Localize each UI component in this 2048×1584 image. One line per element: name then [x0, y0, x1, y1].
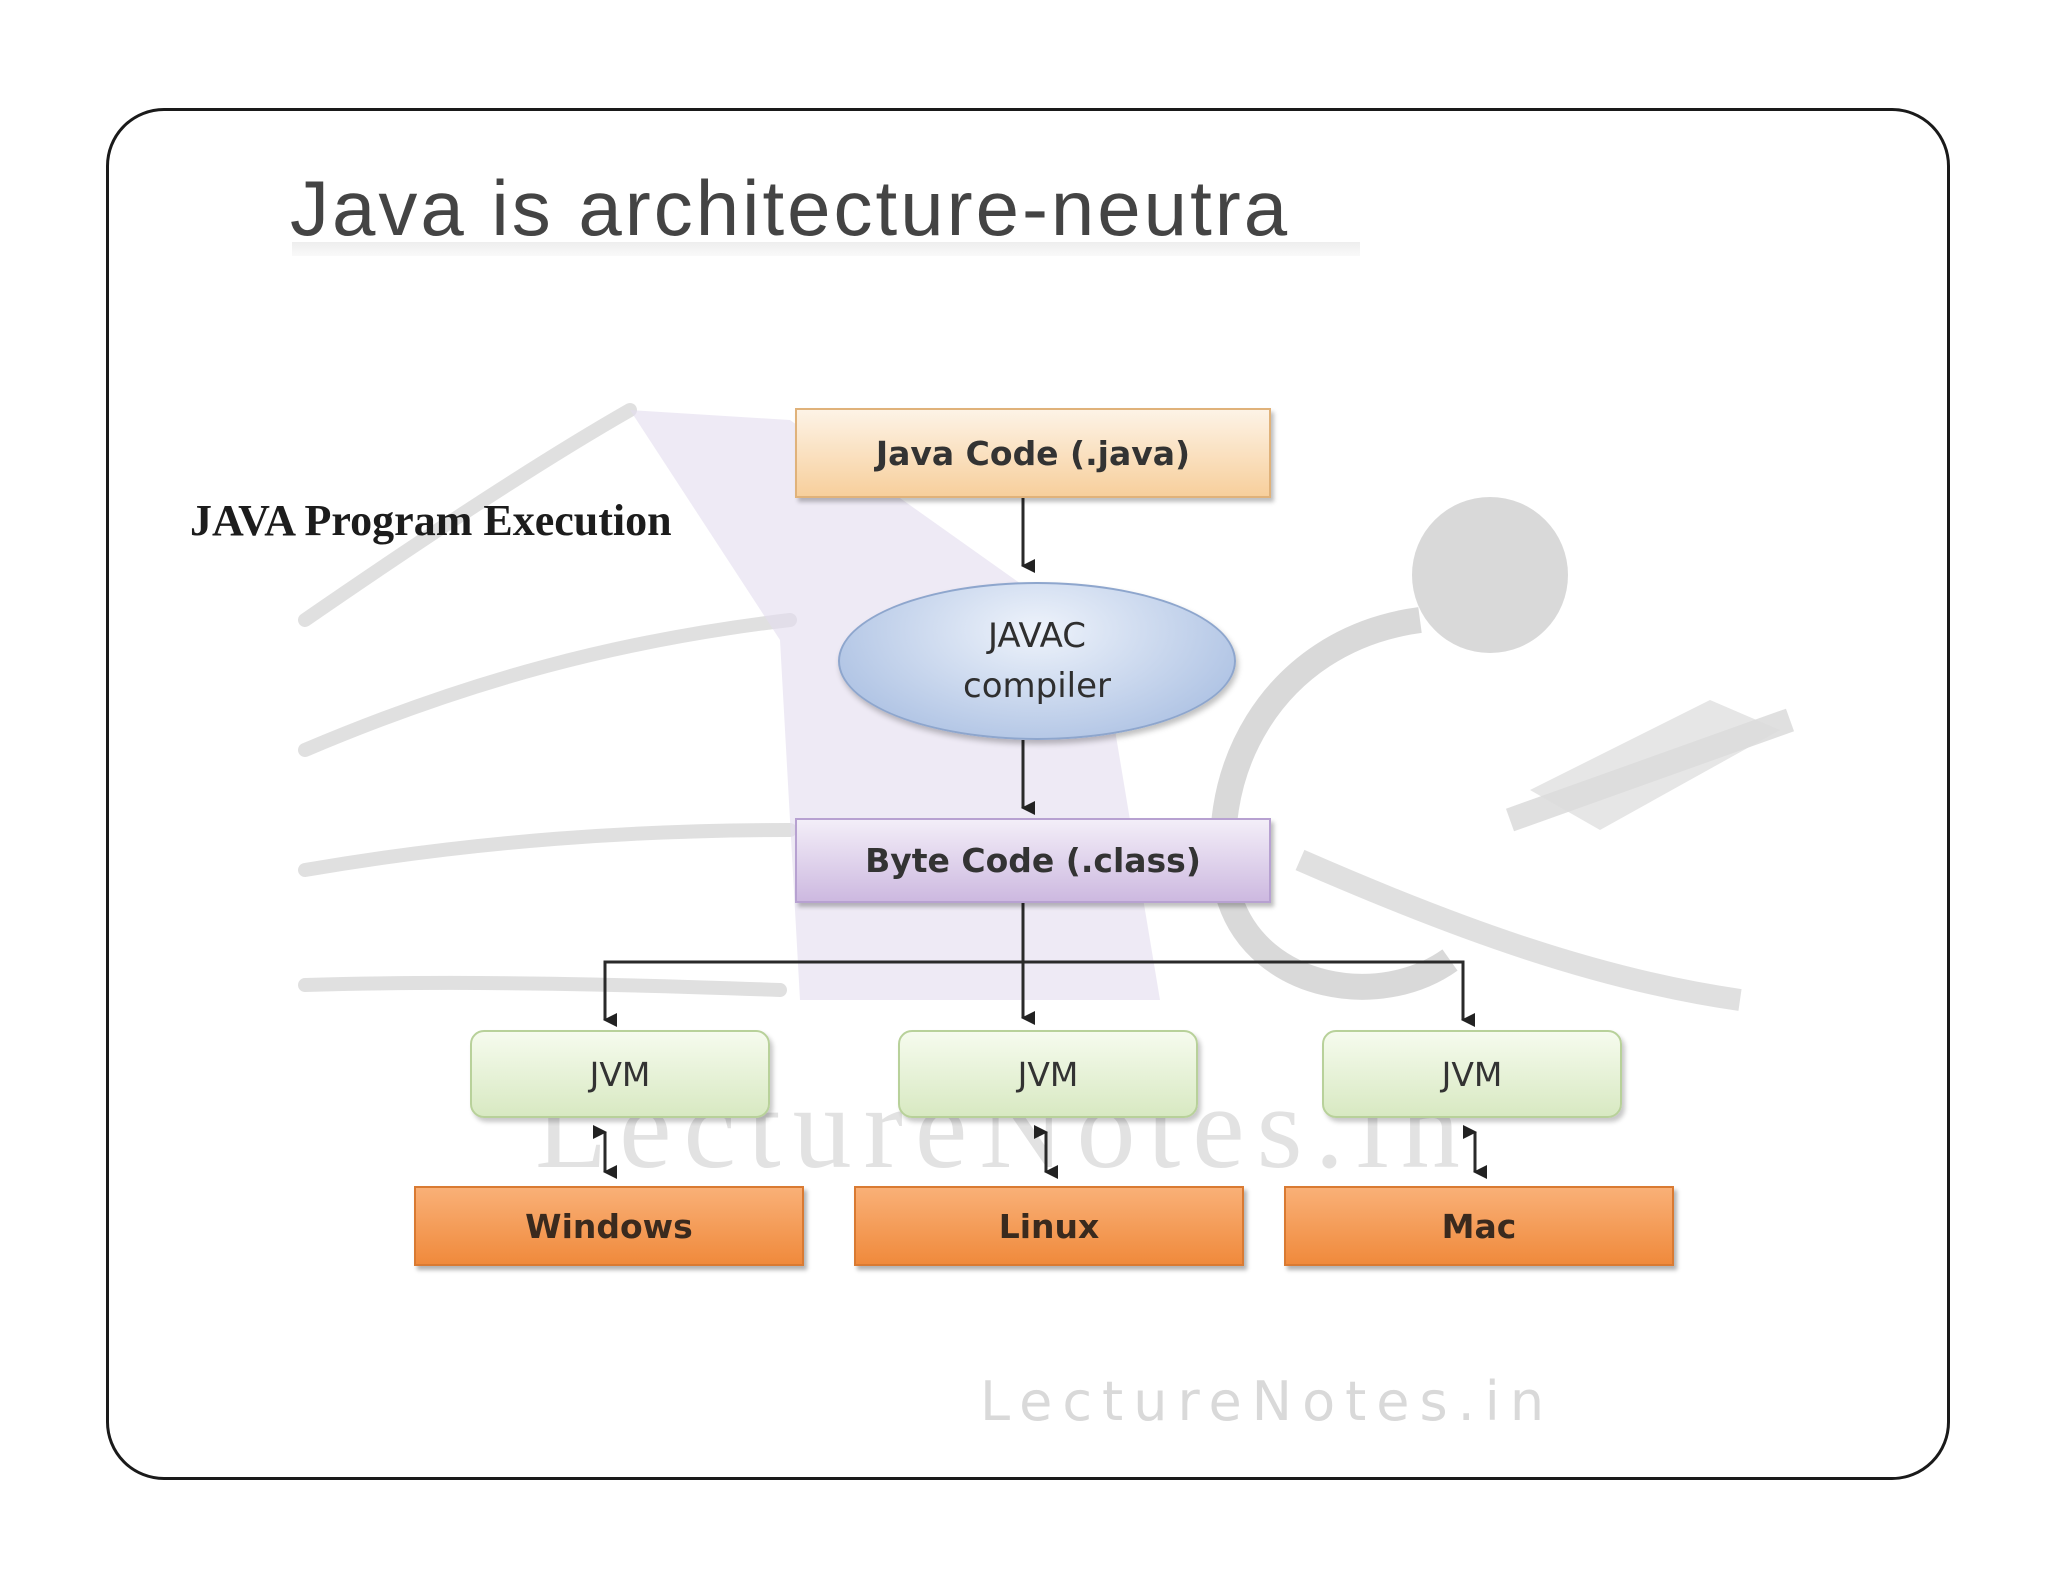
platform-node-windows: Windows [414, 1186, 804, 1266]
java-code-node: Java Code (.java) [795, 408, 1271, 498]
title-reflection [292, 242, 1360, 256]
jvm-node-mac: JVM [1322, 1030, 1622, 1118]
watermark-footer: LectureNotes.in [980, 1370, 1555, 1433]
compiler-label-line2: compiler [963, 666, 1111, 706]
jvm-node-windows: JVM [470, 1030, 770, 1118]
platform-node-mac: Mac [1284, 1186, 1674, 1266]
platform-node-linux: Linux [854, 1186, 1244, 1266]
javac-compiler-node: JAVAC compiler [838, 582, 1236, 740]
jvm-node-linux: JVM [898, 1030, 1198, 1118]
byte-code-node: Byte Code (.class) [795, 818, 1271, 903]
diagram-heading: JAVA Program Execution [190, 496, 672, 545]
slide-title: Java is architecture-neutra [290, 164, 1291, 252]
compiler-label-line1: JAVAC [988, 616, 1086, 656]
